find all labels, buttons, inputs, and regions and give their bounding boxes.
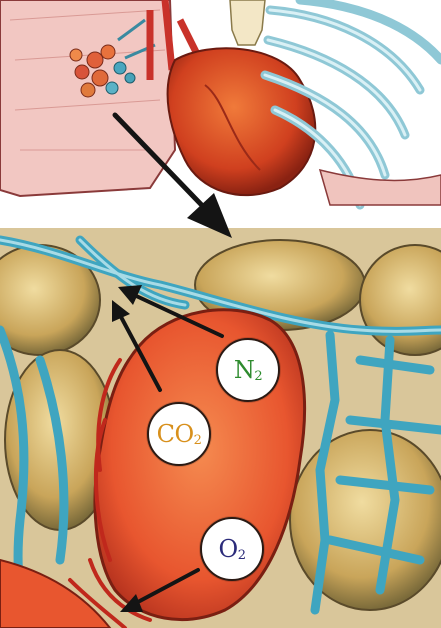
o2-symbol: O bbox=[219, 535, 238, 563]
n2-label-circle: N2 bbox=[216, 338, 280, 402]
n2-symbol: N bbox=[234, 356, 255, 384]
o2-label-circle: O2 bbox=[200, 517, 264, 581]
o2-label: O2 bbox=[219, 537, 246, 562]
o2-subscript: 2 bbox=[238, 548, 246, 563]
n2-label: N2 bbox=[234, 358, 262, 383]
co2-subscript: 2 bbox=[194, 433, 202, 448]
chest-illustration bbox=[0, 0, 441, 225]
co2-symbol: CO bbox=[157, 420, 194, 448]
co2-label: CO2 bbox=[157, 422, 202, 447]
n2-subscript: 2 bbox=[254, 369, 262, 384]
co2-label-circle: CO2 bbox=[147, 402, 211, 466]
